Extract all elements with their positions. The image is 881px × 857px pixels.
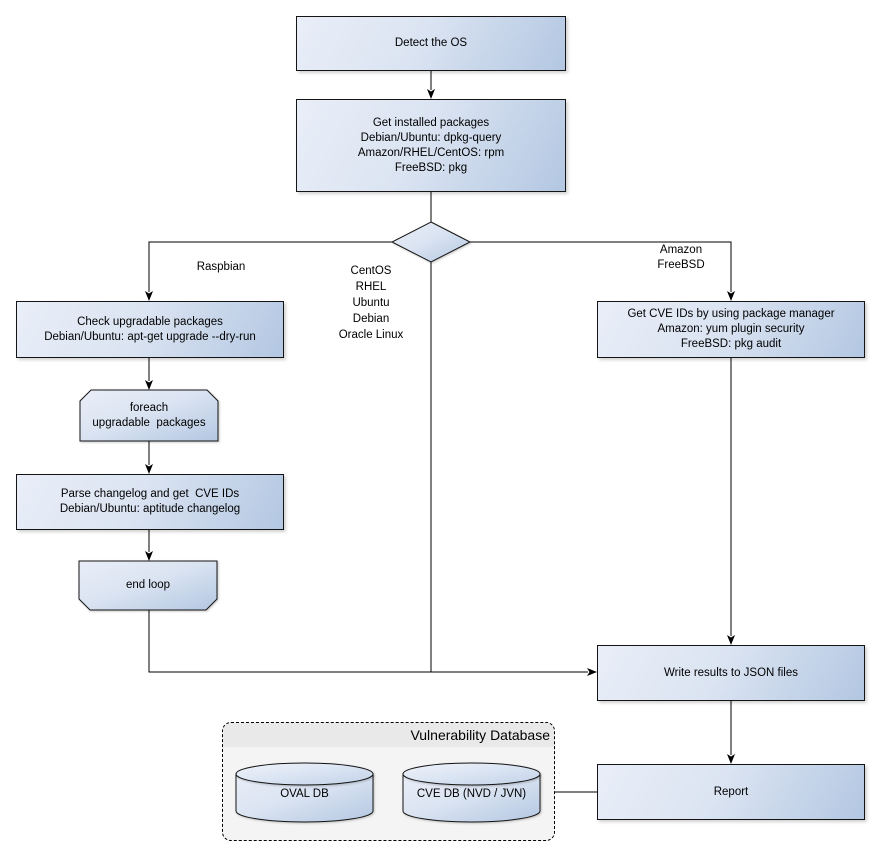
- cve-db-cylinder-body: [402, 774, 541, 823]
- arrowhead-endloop: [145, 551, 153, 561]
- node-write-results: Write results to JSON files: [597, 645, 865, 701]
- arrowhead-write-top: [727, 635, 735, 645]
- node-detect-os: Detect the OS: [296, 16, 566, 71]
- node-parse-changelog: Parse changelog and get CVE IDs Debian/U…: [16, 474, 284, 530]
- vulnerability-database-title: Vulnerability Database: [410, 727, 550, 743]
- branch-label-centos-group: CentOS RHEL Ubuntu Debian Oracle Linux: [338, 265, 404, 341]
- arrowhead-foreach: [145, 380, 153, 390]
- oval-db-cylinder-body: [235, 774, 374, 823]
- branch-label-amazon-freebsd: Amazon FreeBSD: [657, 244, 705, 271]
- branch-label-raspbian: Raspbian: [196, 261, 246, 273]
- arrowhead-getcve: [727, 291, 735, 301]
- node-get-cve-ids: Get CVE IDs by using package manager Ama…: [597, 301, 865, 358]
- arrowhead-check: [145, 291, 153, 301]
- node-get-installed-packages: Get installed packages Debian/Ubuntu: dp…: [296, 99, 566, 192]
- node-report: Report: [597, 764, 865, 820]
- oval-db-cylinder-top: [235, 762, 374, 786]
- connector-endloop-to-write: [148, 610, 588, 673]
- decision-diamond: [390, 221, 472, 263]
- arrowhead-write-left: [587, 668, 597, 676]
- arrowhead-report: [727, 754, 735, 764]
- arrowhead-installed: [427, 89, 435, 99]
- foreach-loop-shape: [79, 389, 219, 442]
- connector-decision-to-check: [148, 241, 392, 292]
- node-check-upgradable-packages: Check upgradable packages Debian/Ubuntu:…: [16, 301, 284, 358]
- vulnerability-database-header: Vulnerability Database: [223, 723, 554, 747]
- cve-db-cylinder-top: [402, 762, 541, 786]
- connector-decision-to-getcve: [470, 241, 732, 292]
- arrowhead-parse: [145, 464, 153, 474]
- end-loop-shape: [78, 560, 218, 611]
